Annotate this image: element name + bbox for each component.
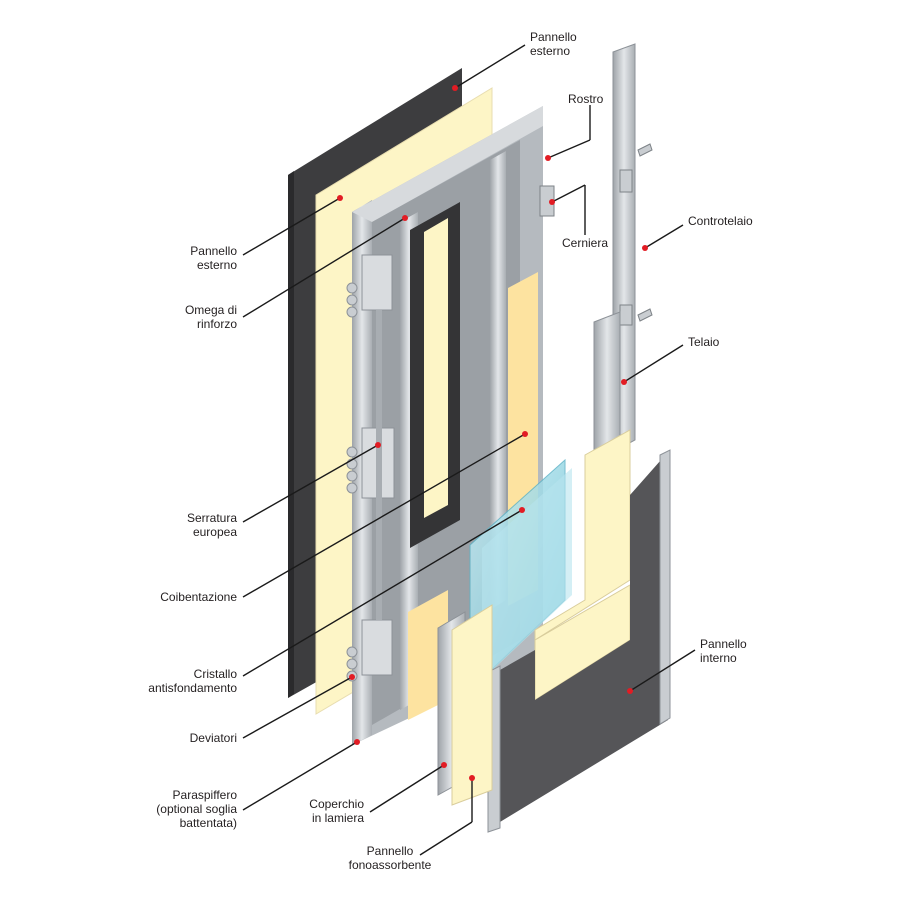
- label-pannello-interno: Pannello interno: [700, 637, 747, 665]
- label-pannello-fonoassorbente: Pannello fonoassorbente: [348, 844, 432, 872]
- label-deviatori: Deviatori: [189, 731, 237, 745]
- omega-frame-top-rail: [352, 106, 543, 222]
- label-cerniera: Cerniera: [562, 236, 609, 250]
- label-omega-di-rinforzo: Omega di rinforzo: [184, 303, 237, 331]
- label-controtelaio: Controtelaio: [688, 214, 753, 228]
- label-pannello-esterno-left: Pannello esterno: [190, 244, 237, 272]
- window-cutout-inner: [424, 218, 448, 518]
- sound-panel: [451, 604, 493, 806]
- frame-telaio: [593, 311, 621, 459]
- omega-vertical-bar-2: [490, 151, 506, 610]
- inner-panel-dark: [500, 452, 668, 822]
- label-serratura-europea: Serratura europea: [186, 511, 237, 539]
- label-rostro: Rostro: [568, 92, 604, 106]
- label-cristallo: Cristallo antisfondamento: [148, 667, 237, 695]
- label-telaio: Telaio: [688, 335, 720, 349]
- outer-panel-edge: [288, 171, 294, 698]
- deviator-rod: [376, 310, 382, 620]
- label-coibentazione: Coibentazione: [160, 590, 237, 604]
- counterframe-brackets: [619, 143, 653, 326]
- leader-lines: [242, 44, 696, 856]
- inner-panel-right-edge: [659, 449, 671, 725]
- glass-pane-back: [482, 468, 572, 680]
- label-pannello-esterno-top: Pannello esterno: [530, 30, 577, 58]
- label-paraspiffero: Paraspiffero (optional soglia battentata…: [156, 788, 237, 830]
- label-coperchio: Coperchio in lamiera: [309, 797, 364, 825]
- leader-dots: [337, 85, 648, 781]
